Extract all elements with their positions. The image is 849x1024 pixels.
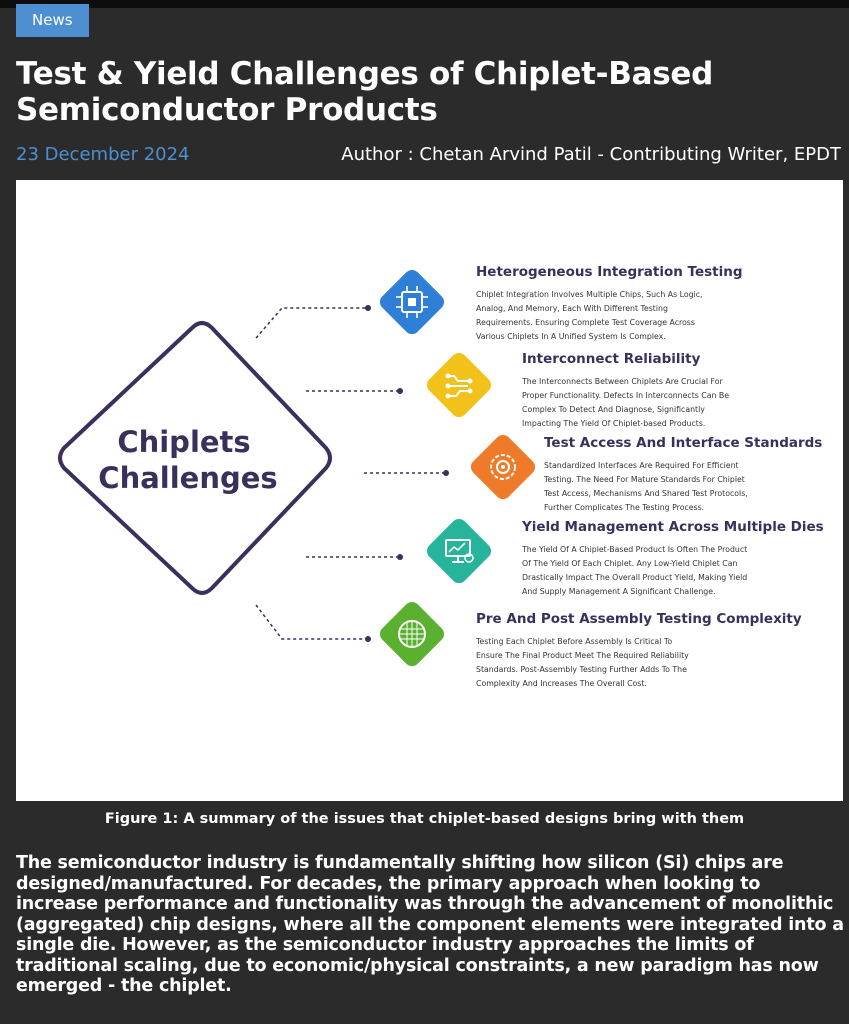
item-line: Drastically Impact The Overall Product Y… (522, 573, 747, 582)
item-line: The Yield Of A Chiplet-Based Product Is … (521, 545, 747, 554)
item-heading: Interconnect Reliability (522, 351, 701, 367)
item-line: Complex To Detect And Diagnose, Signific… (522, 405, 705, 414)
item-line: Requirements. Ensuring Complete Test Cov… (476, 318, 695, 327)
center-title-line1: Chiplets (117, 425, 250, 459)
article-title: Test & Yield Challenges of Chiplet-Based… (16, 56, 713, 128)
item-heading: Heterogeneous Integration Testing (476, 264, 743, 280)
category-badge[interactable]: News (16, 4, 89, 37)
item-line: Test Access, Mechanisms And Shared Test … (543, 489, 748, 498)
item-heading: Test Access And Interface Standards (544, 435, 822, 451)
item-line: Further Complicates The Testing Process. (544, 503, 704, 512)
item-line: Testing. The Need For Mature Standards F… (543, 475, 745, 484)
figure-caption: Figure 1: A summary of the issues that c… (104, 811, 745, 827)
item-line: Proper Functionality. Defects In Interco… (522, 391, 729, 400)
chip-icon (379, 269, 445, 335)
center-diamond (58, 321, 332, 595)
author-line[interactable]: Author : Chetan Arvind Patil - Contribut… (341, 144, 841, 165)
top-bar (0, 0, 849, 8)
item-line: The Interconnects Between Chiplets Are C… (521, 377, 723, 386)
connector-lines (255, 307, 446, 640)
item-line: Standardized Interfaces Are Required For… (544, 461, 739, 470)
item-heading: Yield Management Across Multiple Dies (521, 519, 824, 535)
wafer-icon (379, 601, 445, 667)
circuit-icon (426, 352, 492, 418)
monitor-chart-icon (426, 518, 492, 584)
chiplet-challenges-diagram: Chiplets Challenges (58, 264, 824, 688)
item-heading: Pre And Post Assembly Testing Complexity (476, 611, 802, 627)
item-line: Impacting The Yield Of Chiplet-based Pro… (522, 419, 705, 428)
item-line: Complexity And Increases The Overall Cos… (476, 679, 647, 688)
item-line: Chiplet Integration Involves Multiple Ch… (476, 290, 702, 299)
center-title-line2: Challenges (98, 461, 277, 495)
item-line: Of The Yield Of Each Chiplet. Any Low-Yi… (522, 559, 738, 568)
article-paragraph: The semiconductor industry is fundamenta… (16, 853, 844, 996)
item-line: And Supply Management A Significant Chal… (522, 587, 716, 596)
item-line: Testing Each Chiplet Before Assembly Is … (475, 637, 672, 646)
item-line: Various Chiplets In A Unified System Is … (476, 332, 666, 341)
item-line: Analog, And Memory, Each With Different … (476, 304, 668, 313)
figure-image: Chiplets Challenges (16, 180, 843, 801)
item-line: Standards. Post-Assembly Testing Further… (476, 665, 687, 674)
item-line: Ensure The Final Product Meet The Requir… (476, 651, 689, 660)
connector-dots (365, 305, 449, 642)
publish-date: 23 December 2024 (16, 144, 190, 165)
gear-target-icon (470, 434, 536, 500)
